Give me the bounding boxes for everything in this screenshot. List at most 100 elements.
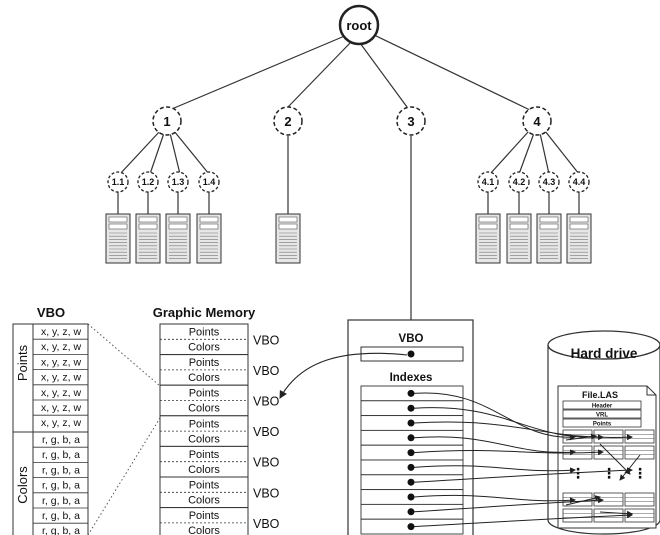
file-point-cell bbox=[593, 492, 624, 507]
svg-text:root: root bbox=[346, 18, 372, 33]
svg-text:1.2: 1.2 bbox=[142, 177, 155, 187]
vbo-color-row: r, g, b, a bbox=[42, 449, 80, 461]
svg-text:4.4: 4.4 bbox=[573, 177, 586, 187]
index-panel: VBO Indexes bbox=[279, 319, 474, 535]
gm-points-label: Points bbox=[189, 418, 220, 430]
gm-vbo-tag: VBO bbox=[253, 333, 280, 347]
vbo-point-row: x, y, z, w bbox=[41, 387, 81, 399]
node-1-4: 1.4 bbox=[198, 171, 220, 193]
server-icon bbox=[566, 213, 592, 264]
file-point-cell bbox=[624, 445, 655, 460]
file-point-cell bbox=[624, 492, 655, 507]
vbo-pointer-arrow bbox=[279, 352, 408, 399]
gm-points-label: Points bbox=[189, 357, 220, 369]
index-pointer-dot bbox=[407, 419, 415, 427]
ellipsis-2: ⋮ bbox=[602, 465, 616, 481]
index-to-file-arrows bbox=[413, 392, 641, 528]
svg-text:1.4: 1.4 bbox=[203, 177, 216, 187]
vbo-point-row: x, y, z, w bbox=[41, 402, 81, 414]
vbo-color-row: r, g, b, a bbox=[42, 495, 80, 507]
index-arrow bbox=[413, 449, 604, 456]
server-icon bbox=[165, 213, 191, 264]
gm-points-label: Points bbox=[189, 480, 220, 492]
gm-colors-label: Colors bbox=[188, 342, 220, 354]
gm-vbo-tag: VBO bbox=[253, 395, 280, 409]
index-pointer-dot bbox=[407, 389, 415, 397]
server-icon bbox=[536, 213, 562, 264]
graphic-memory-title: Graphic Memory bbox=[153, 305, 256, 320]
vbo-point-row: x, y, z, w bbox=[41, 356, 81, 368]
points-vertical-label: Points bbox=[15, 344, 30, 381]
index-arrow bbox=[413, 436, 576, 456]
node-4: 4 bbox=[522, 106, 552, 136]
node-3: 3 bbox=[396, 106, 426, 136]
svg-text:4.3: 4.3 bbox=[543, 177, 556, 187]
node-1-1: 1.1 bbox=[107, 171, 129, 193]
vbo-point-row: x, y, z, w bbox=[41, 341, 81, 353]
index-pointer-dot bbox=[407, 434, 415, 442]
file-link-arrow bbox=[565, 495, 601, 506]
vbo-color-row: r, g, b, a bbox=[42, 510, 80, 522]
tree-edges bbox=[117, 33, 580, 320]
svg-text:4: 4 bbox=[533, 114, 541, 129]
gm-points-label: Points bbox=[189, 327, 220, 339]
node-4-4: 4.4 bbox=[568, 171, 590, 193]
gm-points-label: Points bbox=[189, 510, 220, 522]
file-vrl: VRL bbox=[596, 413, 608, 419]
svg-text:4.2: 4.2 bbox=[513, 177, 526, 187]
server-icon bbox=[196, 213, 222, 264]
level2-nodes: 1.1 1.2 1.3 1.4 4.1 4.2 4.3 4.4 bbox=[107, 171, 590, 193]
vbo-color-row: r, g, b, a bbox=[42, 464, 80, 476]
index-pointer-dot bbox=[407, 449, 415, 457]
gm-colors-label: Colors bbox=[188, 495, 220, 507]
vbo-pointer-dot bbox=[407, 350, 415, 358]
index-arrow bbox=[413, 407, 604, 441]
index-arrow bbox=[413, 465, 576, 474]
graphic-memory: Graphic Memory PointsColorsVBOPointsColo… bbox=[153, 305, 280, 535]
server-icon bbox=[105, 213, 131, 264]
index-pointer-dot bbox=[407, 404, 415, 412]
vbo-point-row: x, y, z, w bbox=[41, 326, 81, 338]
vbo-point-row: x, y, z, w bbox=[41, 417, 81, 429]
server-icon bbox=[135, 213, 161, 264]
node-2: 2 bbox=[273, 106, 303, 136]
index-panel-vbo-title: VBO bbox=[399, 333, 424, 345]
gm-vbo-tag: VBO bbox=[253, 425, 280, 439]
node-1-2: 1.2 bbox=[137, 171, 159, 193]
gm-colors-label: Colors bbox=[188, 464, 220, 476]
level1-nodes: 1 2 3 4 bbox=[152, 106, 552, 136]
gm-vbo-tag: VBO bbox=[253, 456, 280, 470]
index-arrow bbox=[413, 421, 633, 441]
file-name: File.LAS bbox=[582, 390, 618, 400]
index-arrow bbox=[413, 497, 604, 513]
gm-vbo-tag: VBO bbox=[253, 517, 280, 531]
gm-colors-label: Colors bbox=[188, 403, 220, 415]
gm-vbo-tag: VBO bbox=[253, 486, 280, 500]
node-1: 1 bbox=[152, 106, 182, 136]
root-node: root bbox=[338, 4, 380, 46]
gm-colors-label: Colors bbox=[188, 433, 220, 445]
file-link-arrow bbox=[619, 454, 641, 481]
index-arrow bbox=[413, 467, 633, 483]
gm-colors-label: Colors bbox=[188, 372, 220, 384]
vbo-table: VBO Points Colors x, y, z, wx, y, z, wx,… bbox=[12, 305, 89, 535]
index-pointer-dot bbox=[407, 478, 415, 486]
file-point-cell bbox=[624, 429, 655, 444]
indexes-title: Indexes bbox=[390, 372, 433, 384]
file-point-cell bbox=[562, 508, 593, 523]
index-arrow bbox=[413, 512, 633, 528]
vbo-table-title: VBO bbox=[37, 305, 65, 320]
file-header: Header bbox=[592, 404, 613, 410]
gm-colors-label: Colors bbox=[188, 525, 220, 535]
file-point-cell bbox=[593, 429, 624, 444]
svg-text:2: 2 bbox=[284, 114, 291, 129]
server-icon bbox=[506, 213, 532, 264]
node-4-3: 4.3 bbox=[538, 171, 560, 193]
server-icon bbox=[475, 213, 501, 264]
vbo-point-row: x, y, z, w bbox=[41, 372, 81, 384]
